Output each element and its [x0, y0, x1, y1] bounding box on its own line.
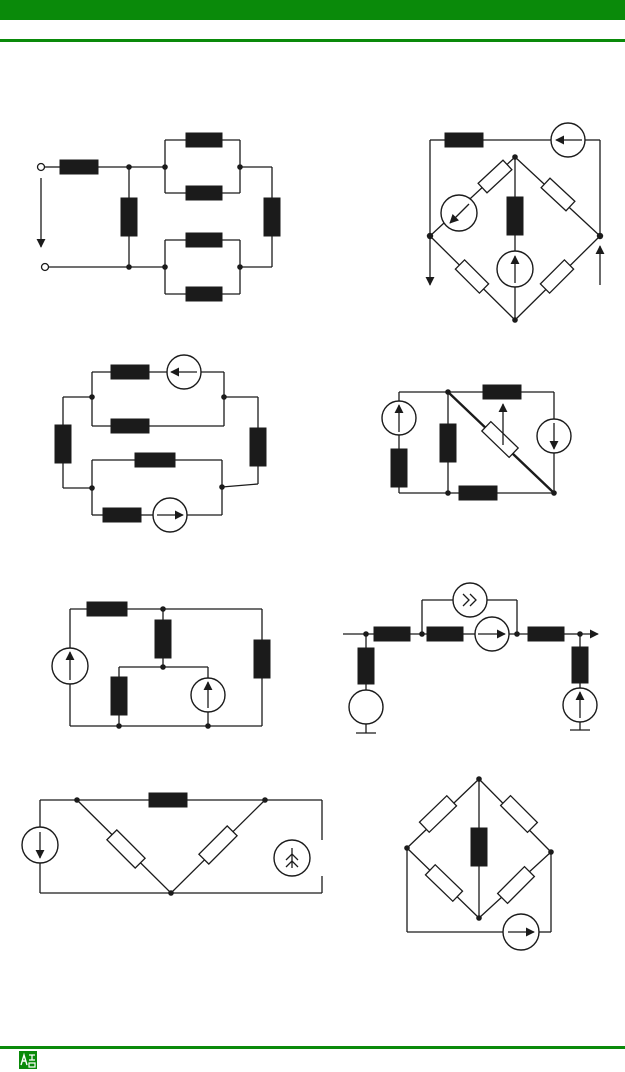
resistor [373, 626, 411, 642]
resistor [418, 794, 458, 834]
resistor [148, 792, 188, 808]
circuit-1 [36, 132, 281, 302]
voltage-source [452, 582, 488, 618]
resistor [426, 626, 464, 642]
resistor [263, 197, 281, 237]
resistor [506, 196, 524, 236]
resistor [499, 794, 539, 834]
voltage-source [348, 689, 384, 725]
resistor [458, 485, 498, 501]
resistor [253, 639, 271, 679]
resistor [527, 626, 565, 642]
top-green-bar [0, 0, 625, 20]
resistor [185, 232, 223, 248]
resistor [539, 258, 575, 295]
terminal [40, 262, 50, 272]
resistor [86, 601, 128, 617]
resistor [424, 863, 464, 903]
circuit-4 [381, 384, 572, 501]
resistor [105, 828, 147, 870]
circuit-5 [51, 601, 271, 729]
resistor [496, 865, 536, 905]
current-source [440, 194, 478, 232]
resistor [482, 384, 522, 400]
resistor [134, 452, 176, 468]
resistor [480, 420, 520, 459]
resistor [390, 448, 408, 488]
resistor [110, 364, 150, 380]
resistor [454, 258, 490, 295]
bottom-divider [0, 1046, 625, 1049]
resistor [120, 197, 138, 237]
circuit-8 [404, 776, 554, 951]
resistor [59, 159, 99, 175]
top-divider [0, 39, 625, 42]
resistor [540, 177, 576, 212]
circuit-7 [21, 792, 323, 896]
resistor [357, 647, 375, 685]
resistor [154, 619, 172, 659]
resistor [185, 132, 223, 148]
circuit-logo-icon [19, 1051, 37, 1069]
resistor [102, 507, 142, 523]
resistor [439, 423, 457, 463]
resistor [110, 676, 128, 716]
resistor [249, 427, 267, 467]
resistor [444, 132, 484, 148]
circuit-6 [343, 582, 599, 734]
circuit-2 [425, 122, 605, 323]
resistor [54, 424, 72, 464]
resistor [477, 159, 513, 194]
resistor [110, 418, 150, 434]
resistor [185, 286, 223, 302]
resistor [185, 185, 223, 201]
terminal [36, 162, 46, 172]
resistor [470, 827, 488, 867]
circuit-3 [54, 354, 267, 533]
resistor [197, 824, 239, 866]
resistor [571, 646, 589, 684]
